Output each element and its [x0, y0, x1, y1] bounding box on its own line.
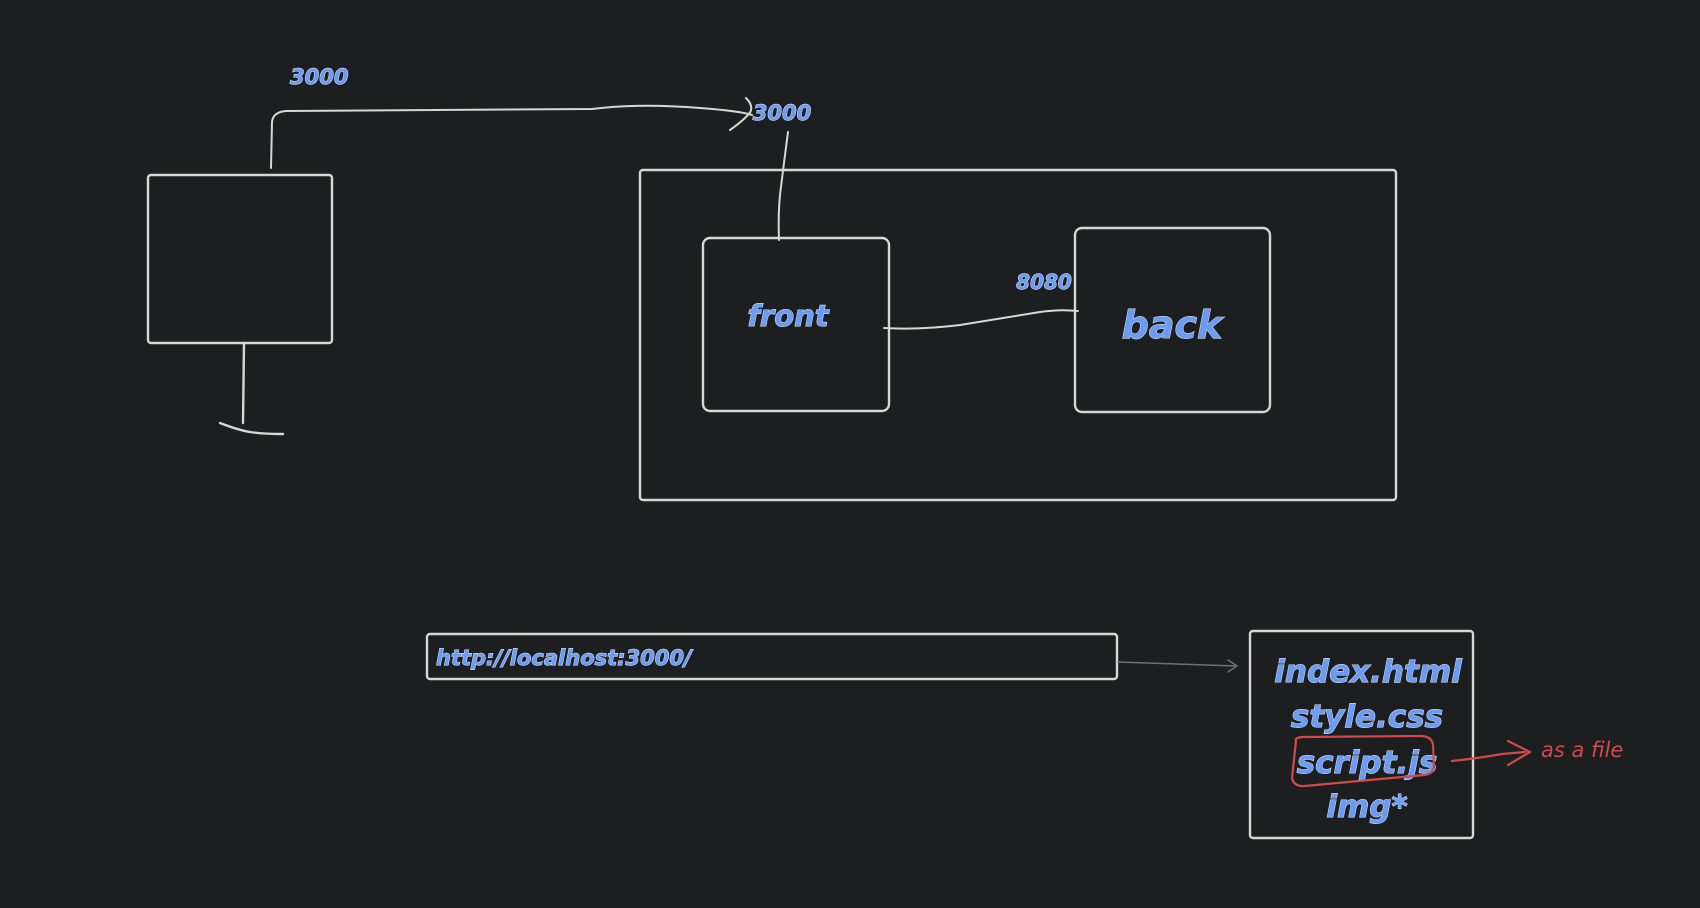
front-node: front — [701, 236, 891, 413]
file-item: index.html — [1274, 654, 1462, 690]
highlight-arrow-line — [1450, 750, 1527, 763]
front-to-back-connector — [883, 309, 1079, 330]
back-node: back — [1073, 226, 1272, 414]
annotation-label: as a file — [1541, 738, 1623, 762]
front-port-label: 3000 — [753, 101, 811, 125]
back-port-label: 8080 — [1016, 270, 1072, 294]
highlight-arrow-head — [1506, 739, 1532, 767]
client-monitor — [146, 173, 334, 436]
monitor-stand — [241, 341, 246, 425]
server-container — [638, 168, 1398, 502]
front-label: front — [747, 299, 829, 333]
client-to-front-connector — [270, 104, 753, 169]
url-text: http://localhost:3000/ — [436, 646, 694, 670]
url-box — [425, 632, 1119, 681]
client-port-label: 3000 — [290, 65, 348, 89]
front-port-line — [777, 131, 789, 241]
url-to-files-arrowhead — [1227, 659, 1239, 673]
connector-arrow-head — [729, 97, 753, 131]
file-item: img* — [1326, 789, 1407, 825]
monitor-base — [218, 421, 285, 436]
files-box — [1248, 629, 1475, 840]
back-label: back — [1122, 303, 1225, 347]
front-box — [701, 236, 891, 413]
back-box — [1073, 226, 1272, 414]
script-highlight-outline — [1290, 734, 1436, 788]
url-to-files-arrow — [1117, 661, 1237, 667]
file-item: style.css — [1291, 699, 1443, 735]
monitor-screen — [146, 173, 334, 345]
files-panel: index.html style.css script.js img* — [1248, 629, 1475, 840]
url-bar: http://localhost:3000/ — [425, 632, 1119, 681]
